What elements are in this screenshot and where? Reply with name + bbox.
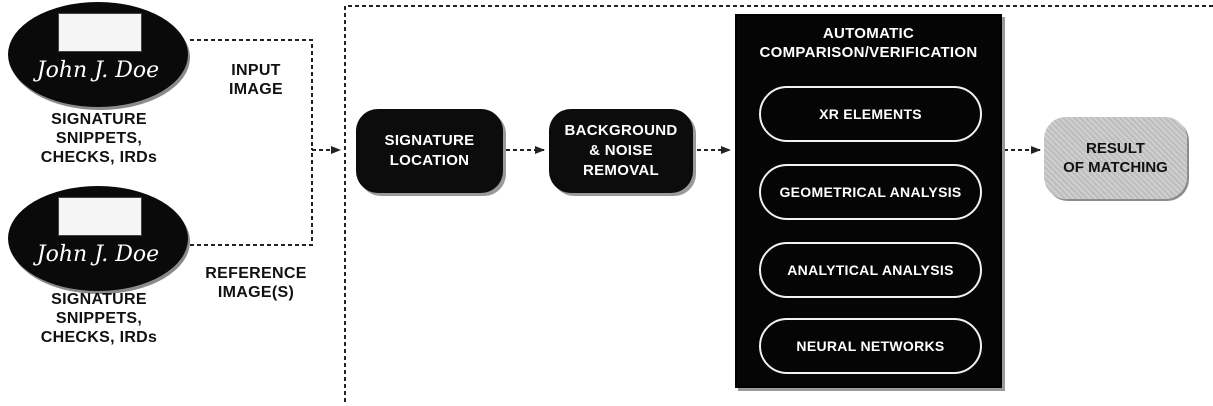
pipeline-frame (344, 5, 1213, 402)
noise-removal-label: BACKGROUND & NOISE REMOVAL (564, 122, 678, 179)
signature-text: John J. Doe (36, 58, 160, 83)
reference-signature-thumbnail: John J. Doe (8, 186, 188, 291)
verification-title: AUTOMATIC COMPARISON/VERIFICATION (759, 25, 978, 61)
input-image-label: INPUT IMAGE (229, 62, 283, 98)
reference-image-label: REFERENCE IMAGE(S) (205, 265, 307, 301)
method-analytical-analysis: ANALYTICAL ANALYSIS (759, 242, 982, 298)
method-geometrical-analysis: GEOMETRICAL ANALYSIS (759, 164, 982, 220)
noise-removal-box: BACKGROUND & NOISE REMOVAL (549, 109, 693, 193)
verification-panel: AUTOMATIC COMPARISON/VERIFICATION XR ELE… (735, 14, 1002, 388)
reference-connector (190, 148, 313, 246)
input-connector (190, 39, 313, 148)
result-label: RESULT OF MATCHING (1063, 140, 1168, 176)
signature-location-box: SIGNATURE LOCATION (356, 109, 503, 193)
check-image-icon (58, 13, 142, 52)
input-signature-thumbnail: John J. Doe (8, 2, 188, 107)
check-image-icon (58, 197, 142, 236)
reference-caption: SIGNATURE SNIPPETS, CHECKS, IRDs (40, 291, 158, 346)
signature-text: John J. Doe (36, 242, 160, 267)
input-caption: SIGNATURE SNIPPETS, CHECKS, IRDs (40, 111, 158, 166)
method-neural-networks: NEURAL NETWORKS (759, 318, 982, 374)
result-box: RESULT OF MATCHING (1044, 117, 1187, 199)
signature-location-label: SIGNATURE LOCATION (384, 132, 475, 169)
method-xr-elements: XR ELEMENTS (759, 86, 982, 142)
